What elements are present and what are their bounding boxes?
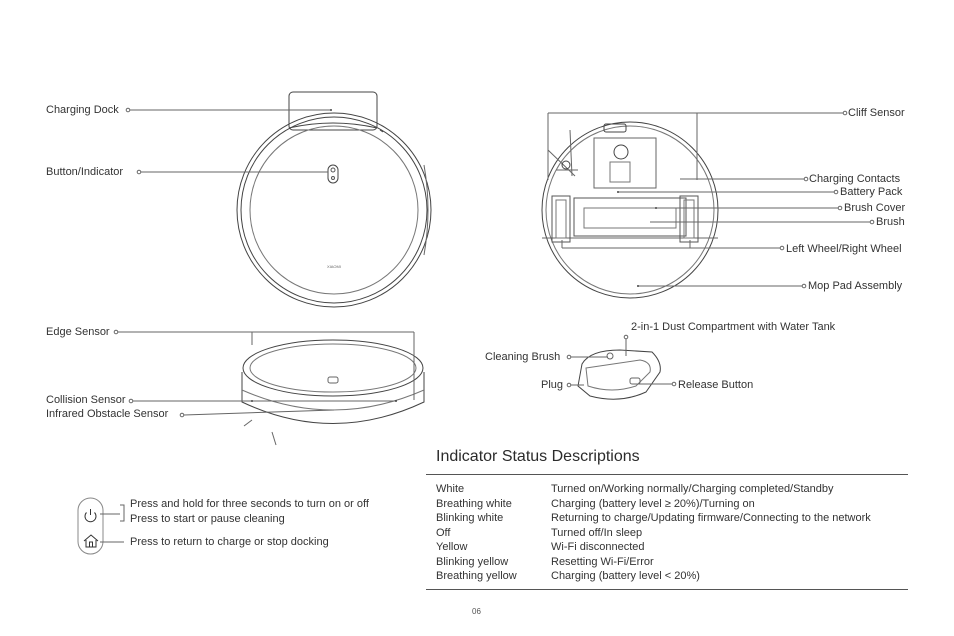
label-cliff-sensor: Cliff Sensor bbox=[848, 107, 905, 119]
label-brush-cover: Brush Cover bbox=[844, 202, 906, 214]
robot-button bbox=[327, 164, 339, 184]
label-home-press: Press to return to charge or stop dockin… bbox=[130, 536, 329, 548]
home-icon bbox=[83, 534, 99, 548]
desc-cell: Charging (battery level ≥ 20%)/Turning o… bbox=[551, 497, 755, 510]
button-panel bbox=[77, 497, 104, 555]
desc-cell: Returning to charge/Updating firmware/Co… bbox=[551, 512, 871, 524]
label-charging-dock: Charging Dock bbox=[46, 104, 119, 116]
page-number: 06 bbox=[472, 607, 481, 616]
table-row: Breathing white Charging (battery level ≥… bbox=[436, 497, 871, 512]
indicator-table: White Turned on/Working normally/Charging… bbox=[436, 482, 871, 584]
indicator-title: Indicator Status Descriptions bbox=[436, 448, 640, 465]
label-charging-contacts: Charging Contacts bbox=[809, 173, 901, 185]
table-row: Blinking white Returning to charge/Updati… bbox=[436, 511, 871, 526]
table-row: White Turned on/Working normally/Charging… bbox=[436, 482, 871, 497]
desc-cell: Wi-Fi disconnected bbox=[551, 541, 645, 553]
label-collision-sensor: Collision Sensor bbox=[46, 394, 126, 406]
state-cell: Blinking white bbox=[436, 512, 504, 524]
label-mop-pad: Mop Pad Assembly bbox=[808, 280, 903, 292]
brand-mark: XIAOMI bbox=[327, 264, 341, 269]
power-icon bbox=[84, 509, 97, 523]
dust-box bbox=[577, 349, 661, 400]
label-release-button: Release Button bbox=[678, 379, 754, 391]
state-cell: Yellow bbox=[436, 541, 468, 553]
robot-side-view bbox=[241, 339, 425, 446]
robot-top-view bbox=[236, 91, 432, 308]
label-brush: Brush bbox=[876, 216, 905, 228]
label-plug: Plug bbox=[541, 379, 564, 391]
label-cleaning-brush: Cleaning Brush bbox=[485, 351, 561, 363]
label-edge-sensor: Edge Sensor bbox=[46, 326, 110, 338]
label-power-press: Press to start or pause cleaning bbox=[130, 513, 285, 525]
label-power-hold: Press and hold for three seconds to turn… bbox=[130, 498, 369, 510]
table-top-rule bbox=[426, 474, 908, 475]
state-cell: Blinking yellow bbox=[436, 555, 509, 568]
state-cell: Breathing white bbox=[436, 497, 512, 510]
table-row: Yellow Wi-Fi disconnected bbox=[436, 540, 871, 555]
state-cell: Breathing yellow bbox=[436, 570, 517, 582]
state-cell: Off bbox=[436, 526, 451, 539]
desc-cell: Turned off/In sleep bbox=[551, 526, 643, 539]
label-battery-pack: Battery Pack bbox=[840, 186, 903, 198]
table-row: Blinking yellow Resetting Wi-Fi/Error bbox=[436, 555, 871, 570]
desc-cell: Resetting Wi-Fi/Error bbox=[551, 555, 654, 568]
label-dust-compartment: 2-in-1 Dust Compartment with Water Tank bbox=[631, 321, 836, 333]
robot-bottom-view bbox=[541, 121, 719, 299]
table-bottom-rule bbox=[426, 589, 908, 590]
label-infrared-sensor: Infrared Obstacle Sensor bbox=[46, 408, 169, 420]
state-cell: White bbox=[436, 483, 465, 495]
label-wheels: Left Wheel/Right Wheel bbox=[786, 243, 902, 255]
table-row: Off Turned off/In sleep bbox=[436, 526, 871, 541]
label-button-indicator: Button/Indicator bbox=[46, 166, 124, 178]
table-row: Breathing yellow Charging (battery level … bbox=[436, 569, 871, 584]
desc-cell: Charging (battery level < 20%) bbox=[551, 570, 700, 582]
desc-cell: Turned on/Working normally/Charging comp… bbox=[551, 483, 834, 495]
